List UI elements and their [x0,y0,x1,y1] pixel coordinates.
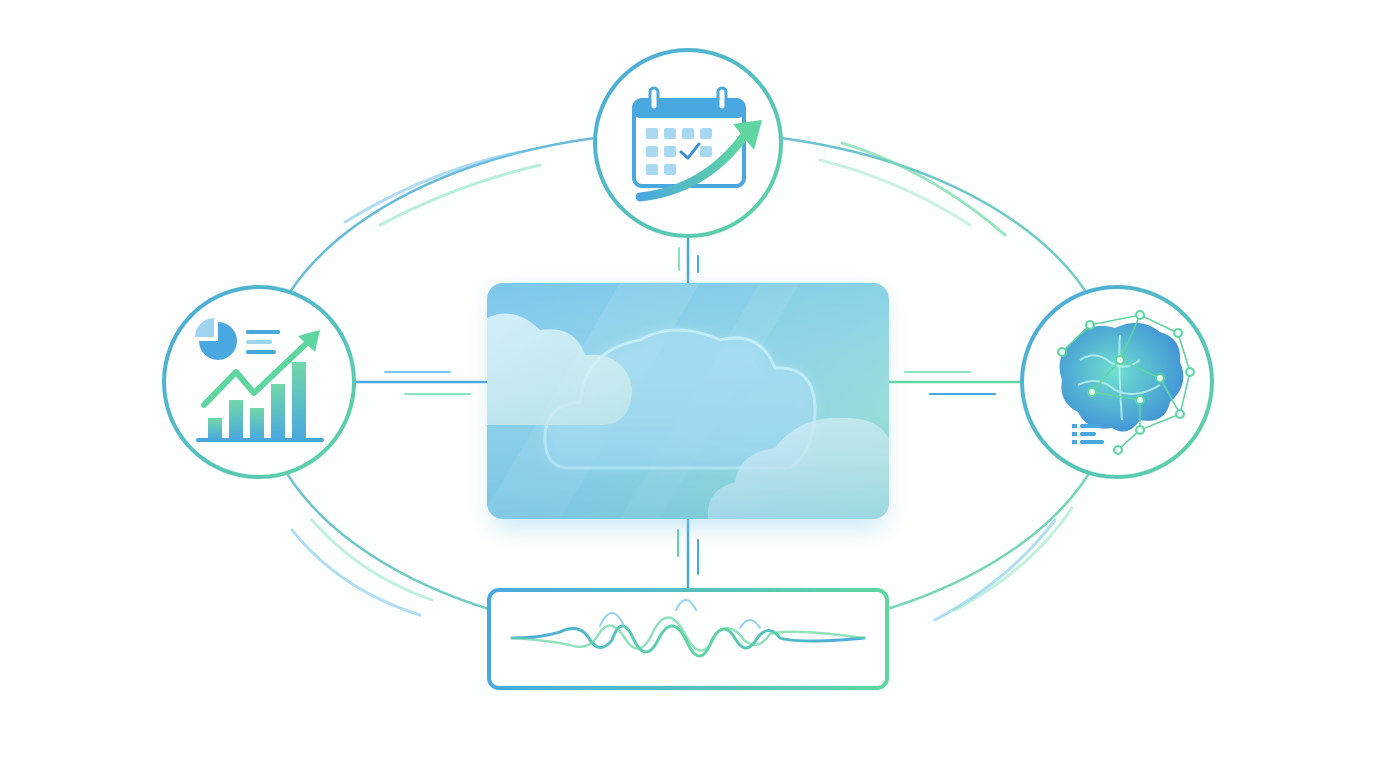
audio-waveform-icon [510,599,866,658]
node-ai-brain [1020,285,1214,479]
calendar-growth-icon [632,86,762,202]
analytics-chart-icon [195,318,324,442]
ring-highlights [290,141,1074,622]
cloud-icon [487,283,889,519]
node-waveform [487,588,889,690]
center-cloud-panel [487,283,889,528]
node-analytics [162,285,356,479]
node-calendar [593,48,783,238]
spoke-connectors [353,236,1024,592]
ai-brain-network-icon [1057,310,1195,455]
